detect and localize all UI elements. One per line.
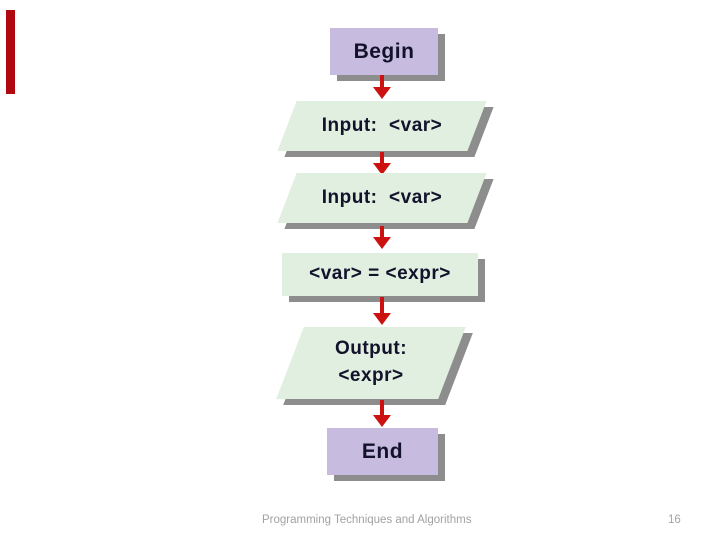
arrow-down-icon [373, 87, 391, 99]
arrow-stem [380, 226, 384, 237]
end-node: End [327, 428, 445, 481]
begin-node-label: Begin [353, 39, 415, 63]
input-node-1: Input: <var> [277, 101, 494, 157]
output-node-line2: <expr> [338, 365, 404, 386]
slide-footer: Programming Techniques and Algorithms 16 [0, 512, 728, 534]
arrow-stem [380, 152, 384, 163]
node-fill [327, 428, 438, 475]
node-fill [282, 253, 478, 296]
output-node-label: Output: <expr> [290, 327, 452, 399]
arrow-down-icon [373, 163, 391, 175]
arrow-stem [380, 400, 384, 415]
arrow-down-icon [373, 415, 391, 427]
flow-arrow-5 [370, 400, 394, 427]
arrow-stem [380, 75, 384, 87]
flow-arrow-4 [370, 297, 394, 325]
node-fill [330, 28, 438, 75]
assignment-node-label: <var> = <expr> [309, 263, 451, 285]
arrow-stem [380, 297, 384, 313]
flow-arrow-1 [370, 75, 394, 99]
output-node: Output: <expr> [276, 327, 473, 405]
flow-arrow-3 [370, 226, 394, 249]
slide-accent-bar [6, 10, 15, 94]
output-node-line1: Output: [334, 338, 408, 360]
footer-title: Programming Techniques and Algorithms [262, 514, 472, 526]
input-node-1-label: Input: <var> [321, 114, 443, 136]
assignment-node: <var> = <expr> [282, 253, 485, 302]
input-node-2-label: Input: <var> [321, 186, 443, 208]
flow-arrow-2 [370, 152, 394, 175]
begin-node: Begin [330, 28, 445, 81]
end-node-label: End [361, 439, 404, 463]
input-node-2: Input: <var> [277, 173, 494, 229]
footer-page-number: 16 [668, 514, 681, 526]
arrow-down-icon [373, 313, 391, 325]
arrow-down-icon [373, 237, 391, 249]
